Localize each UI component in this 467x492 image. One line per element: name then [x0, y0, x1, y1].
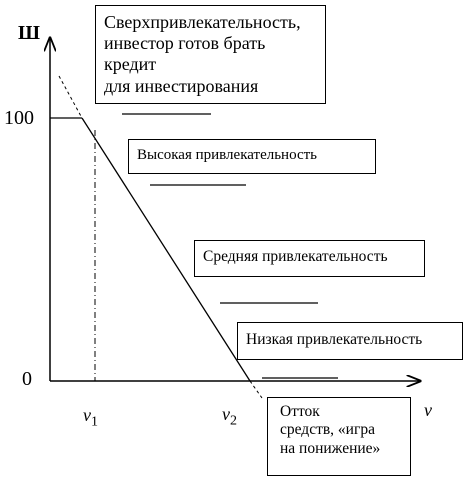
x-tick-v1-sub: 1 [91, 414, 98, 430]
zone-medium-label: Средняя привлекательность [203, 248, 388, 265]
dashed-extension-top [58, 75, 83, 119]
zone-super-box: Сверхпривлекательность, инвестор готов б… [95, 5, 326, 104]
zone-low-label: Низкая привлекательность [246, 331, 423, 348]
zone-super-line3: для инвестирования [104, 75, 259, 96]
zone-outflow-line3: на понижение» [280, 439, 381, 457]
zone-super-line2: инвестор готов брать кредит [104, 33, 266, 75]
y-axis-label: Ш [18, 22, 40, 44]
zone-outflow-box: Отток средств, «игра на понижение» [267, 397, 411, 476]
x-tick-v2: v2 [222, 404, 237, 430]
dashed-extension-bottom [249, 380, 263, 399]
attractiveness-line [81, 117, 251, 382]
x-tick-v2-letter: v [222, 404, 230, 424]
zone-low-box: Низкая привлекательность [237, 322, 463, 360]
zone-high-label: Высокая привлекательность [137, 147, 318, 163]
y-tick-100: 100 [4, 107, 34, 129]
x-axis-label: v [424, 400, 432, 420]
x-tick-v1-letter: v [83, 405, 91, 425]
zone-medium-box: Средняя привлекательность [194, 240, 425, 277]
zone-high-box: Высокая привлекательность [128, 139, 376, 174]
x-tick-v2-sub: 2 [230, 413, 237, 429]
zone-super-line1: Сверхпривлекательность, [104, 12, 301, 32]
zone-outflow-line2: средств, «игра [280, 421, 375, 439]
x-tick-v1: v1 [83, 405, 98, 431]
y-tick-0: 0 [22, 368, 32, 390]
zone-outflow-line1: Отток [280, 403, 320, 420]
